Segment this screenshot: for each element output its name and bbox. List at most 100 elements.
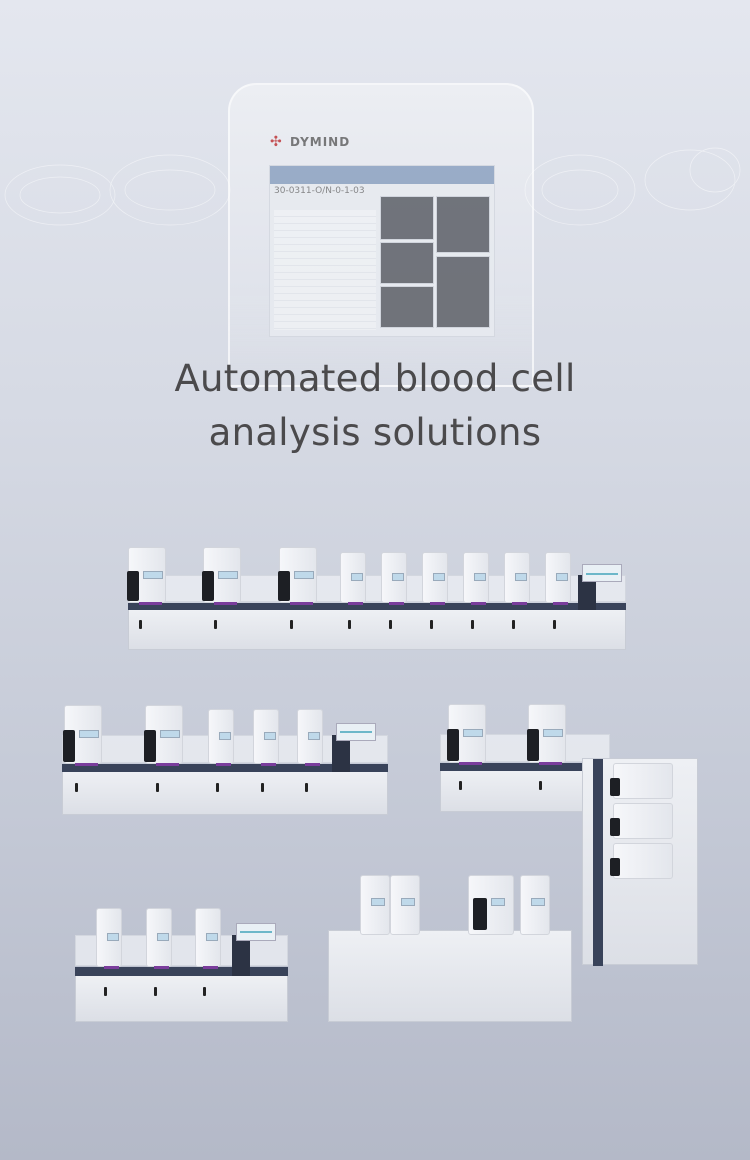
- cabinet-handle: [539, 780, 543, 790]
- analyzer-display: [491, 898, 505, 906]
- sample-loader-strip: [214, 601, 238, 605]
- analyzer-large: [527, 704, 566, 763]
- headline-line-2: analysis solutions: [208, 411, 542, 454]
- analyzer-display: [401, 898, 415, 906]
- analyzer-front-panel: [144, 729, 156, 763]
- analyzer-large: [202, 547, 241, 603]
- analyzer-large: [447, 704, 486, 763]
- analyzer-small: [610, 843, 673, 879]
- analyzer-small: [390, 875, 420, 935]
- sample-loader-strip: [260, 763, 277, 767]
- analyzer-small: [422, 551, 448, 603]
- cabinet-handle: [139, 620, 143, 630]
- sample-loader-strip: [511, 601, 528, 605]
- analyzer-line-l-shape-vertical: [582, 758, 698, 966]
- cabinet-handle: [156, 782, 160, 792]
- sample-loader-strip: [75, 763, 99, 767]
- analyzer-display: [543, 728, 563, 737]
- sample-loader-strip: [103, 966, 120, 970]
- scatter-plot-2: [436, 256, 490, 328]
- cabinet-handle: [429, 620, 433, 630]
- analyzer-display: [219, 732, 231, 741]
- cabinet-handle: [290, 620, 294, 630]
- analyzer-small: [381, 551, 407, 603]
- cabinet-base: [128, 609, 626, 650]
- conveyor-rail: [75, 967, 288, 977]
- sample-loader-strip: [429, 601, 446, 605]
- analyzer-small: [504, 551, 530, 603]
- analyzer-line-nine-modules: [127, 543, 626, 650]
- analyzer-display: [308, 732, 320, 741]
- analyzer-large: [63, 704, 102, 765]
- results-table: [274, 210, 376, 330]
- analyzer-display: [371, 898, 385, 906]
- track-monitor: [336, 723, 376, 741]
- analyzer-front-panel: [63, 729, 75, 763]
- cabinet-base: [75, 974, 288, 1022]
- cabinet-handle: [215, 782, 219, 792]
- cabinet-handle: [347, 620, 351, 630]
- analyzer-display: [264, 732, 276, 741]
- cabinet-handle: [260, 782, 264, 792]
- analyzer-front-panel: [473, 898, 487, 930]
- analyzer-small: [610, 763, 673, 799]
- analyzer-line-l-shape-horizontal: [440, 700, 610, 812]
- cabinet-handle: [304, 782, 308, 792]
- conveyor-rail: [440, 762, 610, 771]
- analyzer-display: [218, 570, 238, 579]
- analyzer-front-panel: [610, 818, 620, 836]
- brand-logo: ✣ DYMIND: [270, 135, 350, 149]
- analyzer-display: [433, 573, 445, 582]
- analyzer-small: [297, 709, 323, 765]
- analyzer-display: [157, 932, 169, 941]
- analyzer-front-panel: [202, 570, 214, 602]
- sample-loader-strip: [388, 601, 405, 605]
- track-console: [232, 935, 250, 977]
- cabinet-base: [62, 771, 388, 815]
- headline-line-1: Automated blood cell: [174, 357, 576, 400]
- scatter-plot-1: [436, 196, 490, 253]
- analyzer-small: [195, 907, 221, 968]
- analyzer-small: [253, 709, 279, 765]
- cabinet-base: [440, 769, 610, 812]
- track-console: [578, 575, 596, 611]
- analyzer-small: [146, 907, 172, 968]
- headline: Automated blood cell analysis solutions: [0, 352, 750, 460]
- analyzer-small: [520, 875, 550, 935]
- analyzer-small: [96, 907, 122, 968]
- analyzer-display: [474, 573, 486, 582]
- cabinet-handle: [388, 620, 392, 630]
- histogram-wbc: [380, 196, 434, 240]
- analyzer-small: [610, 803, 673, 839]
- analyzer-large: [468, 875, 514, 935]
- sample-id: 30-0311-O/N-0-1-03: [274, 186, 365, 196]
- cabinet-handle: [153, 987, 157, 997]
- track-monitor: [236, 922, 276, 941]
- tablet-screen: 30-0311-O/N-0-1-03: [269, 165, 495, 337]
- analyzer-small: [340, 551, 366, 603]
- analyzer-display: [556, 573, 568, 582]
- analyzer-display: [515, 573, 527, 582]
- analyzer-small: [463, 551, 489, 603]
- analyzer-display: [143, 570, 163, 579]
- analyzer-large: [144, 704, 183, 765]
- sample-loader-strip: [202, 966, 219, 970]
- analyzer-front-panel: [278, 570, 290, 602]
- sample-loader-strip: [539, 761, 563, 765]
- analyzer-small: [545, 551, 571, 603]
- sample-loader-strip: [290, 601, 314, 605]
- sample-loader-strip: [304, 763, 321, 767]
- analyzer-display: [160, 729, 180, 738]
- cabinet-handle: [552, 620, 556, 630]
- conveyor-rail: [62, 764, 388, 773]
- analyzer-line-three-modules: [75, 898, 288, 1022]
- analyzer-small: [208, 709, 234, 765]
- sample-loader-strip: [552, 601, 569, 605]
- sample-loader-strip: [156, 763, 180, 767]
- analyzer-front-panel: [447, 728, 459, 761]
- cabinet-handle: [511, 620, 515, 630]
- histogram-plt: [380, 286, 434, 328]
- brand-logo-text: DYMIND: [290, 135, 351, 149]
- sample-loader-strip: [470, 601, 487, 605]
- analyzer-large: [127, 547, 166, 603]
